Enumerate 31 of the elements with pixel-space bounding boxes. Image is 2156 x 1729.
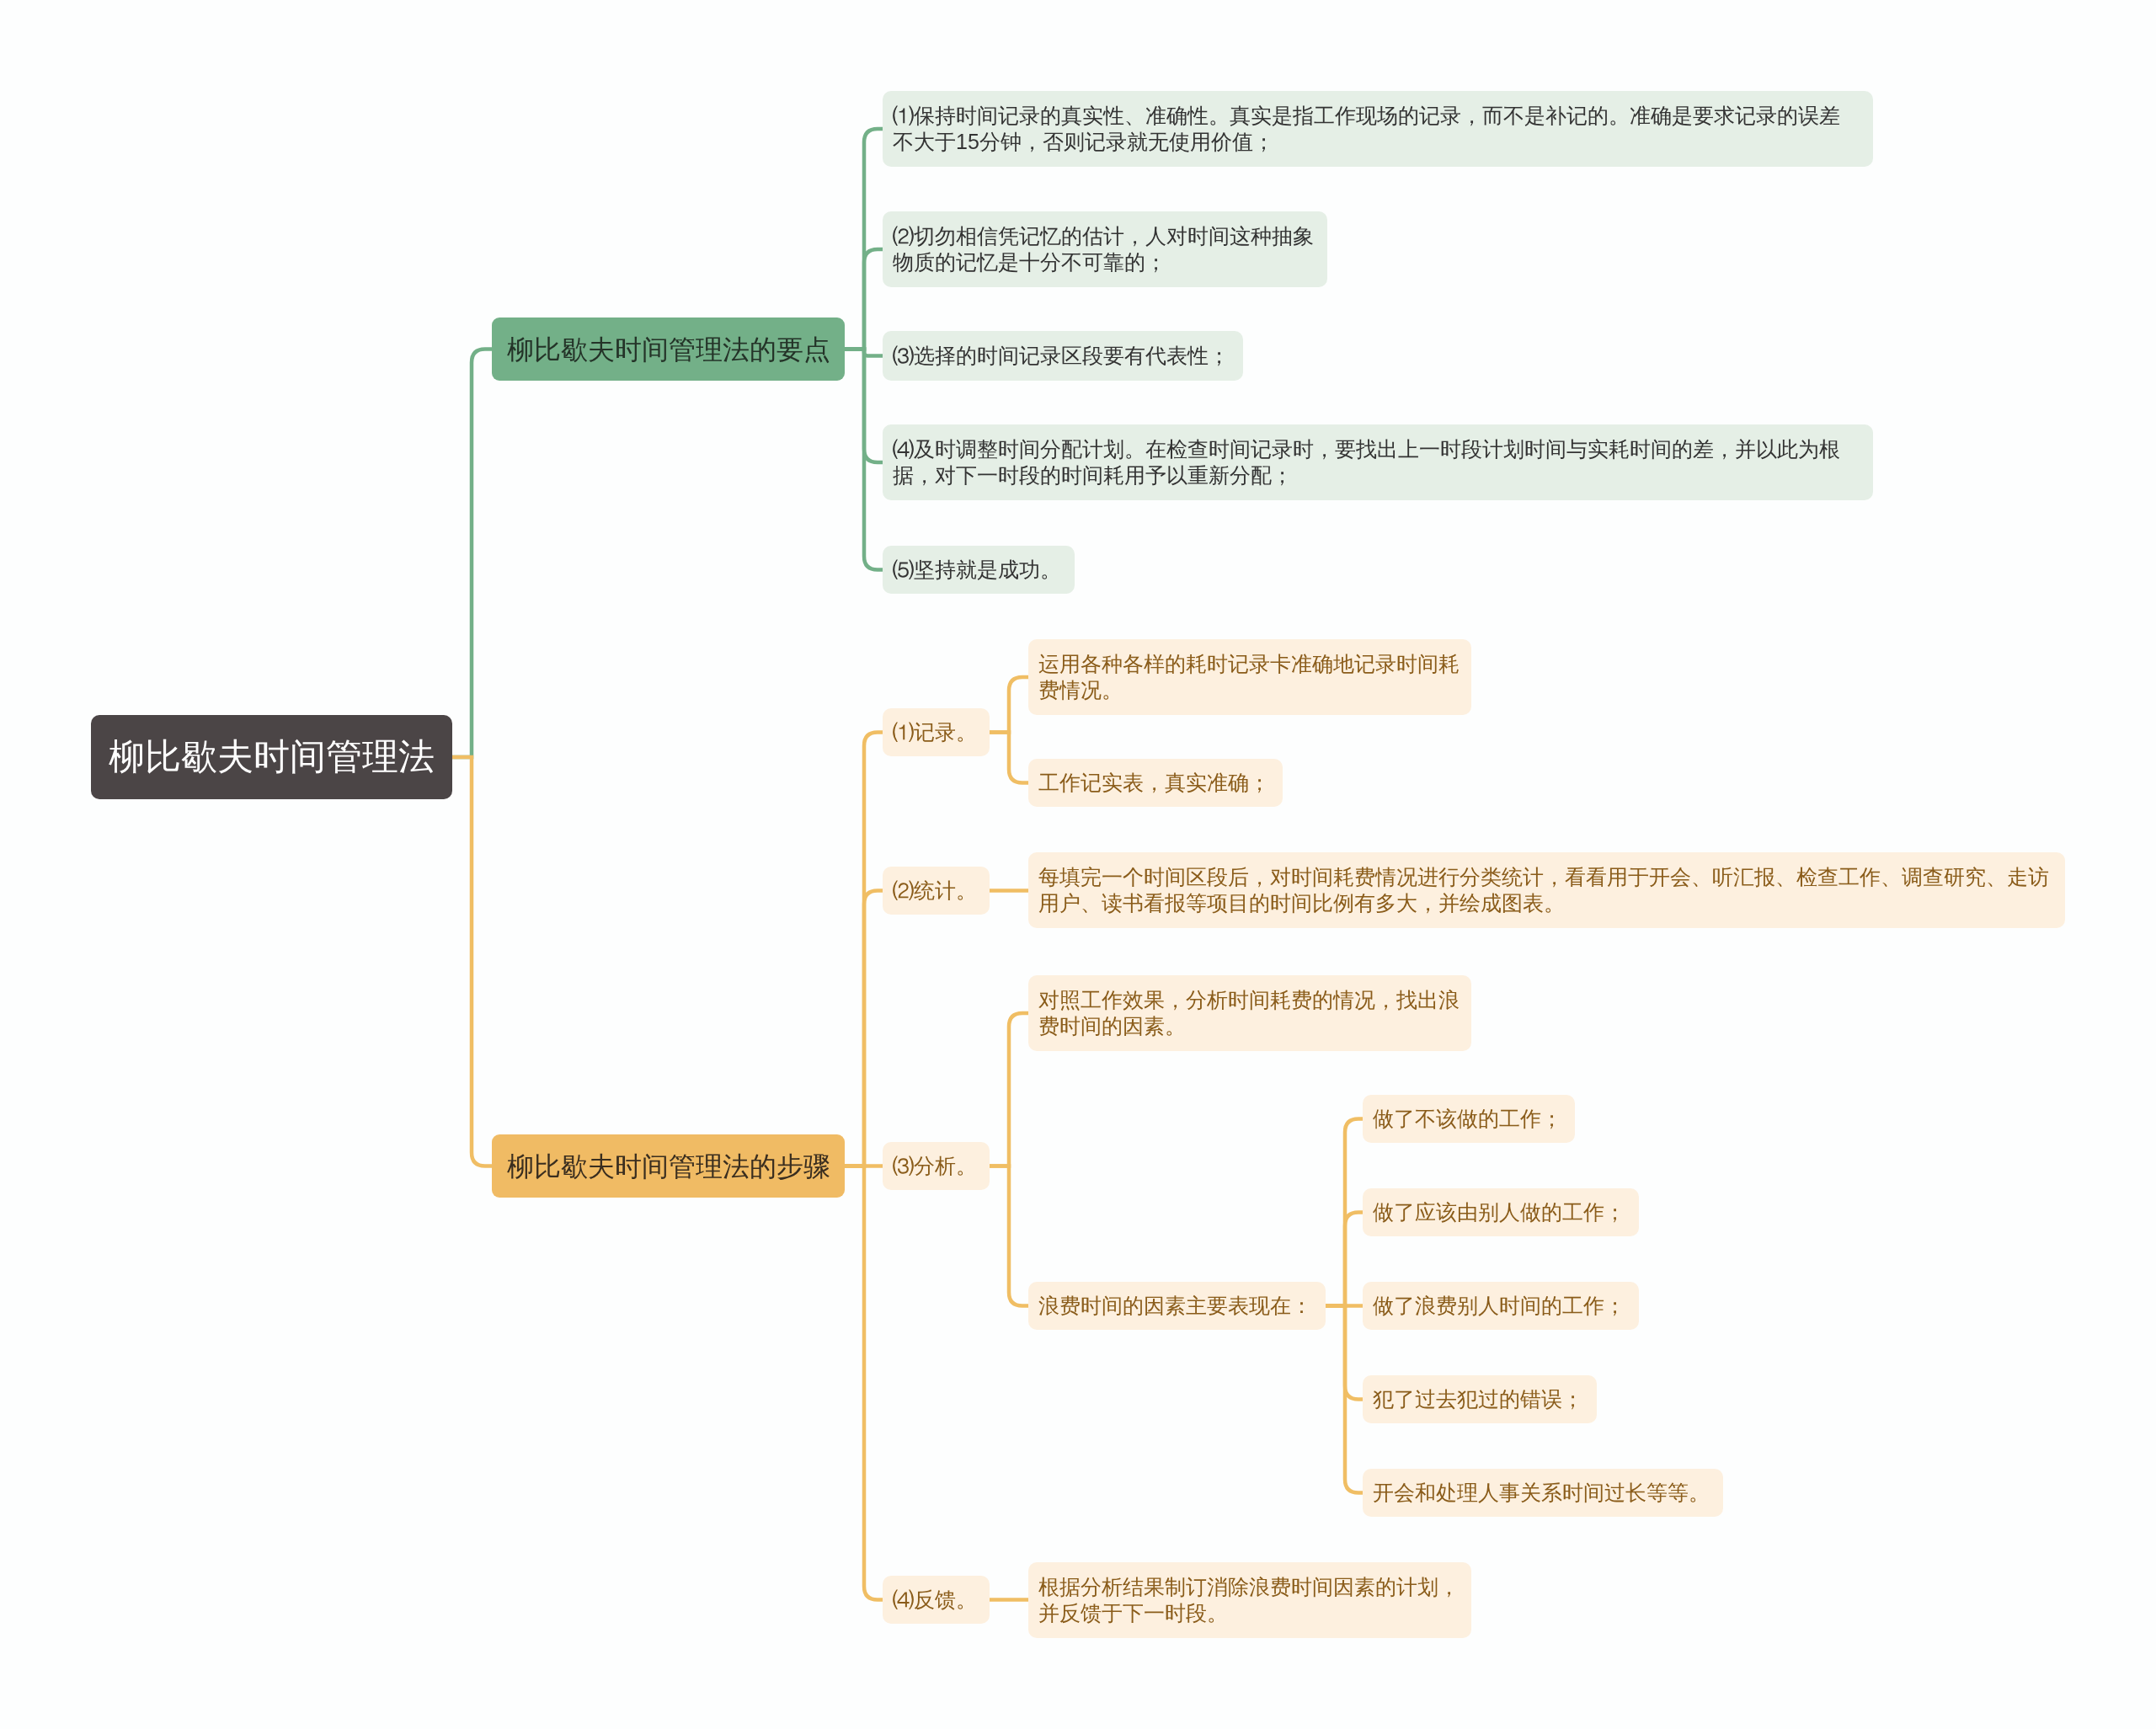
subtopic-box: 运用各种各样的耗时记录卡准确地记录时间耗费情况。: [1028, 639, 1471, 715]
branch-topic-box: 柳比歇夫时间管理法的要点: [492, 318, 845, 381]
subtopic-box: ⑴保持时间记录的真实性、准确性。真实是指工作现场的记录，而不是补记的。准确是要求记录的误差不大于15分钟，否则记录就无使用价值；: [883, 91, 1873, 167]
subtopic-box: 每填完一个时间区段后，对时间耗费情况进行分类统计，看看用于开会、听汇报、检查工作、调查研究、走访用户、读书看报等项目的时间比例有多大，并绘成图表。: [1028, 852, 2065, 928]
central-topic-box: 柳比歇夫时间管理法: [91, 715, 452, 799]
subtopic-box: 犯了过去犯过的错误；: [1363, 1375, 1597, 1423]
subtopic-box: ⑷反馈。: [883, 1576, 990, 1624]
subtopic-box: 做了浪费别人时间的工作；: [1363, 1282, 1639, 1330]
subtopic-box: ⑶选择的时间记录区段要有代表性；: [883, 331, 1243, 381]
subtopic-box: ⑵切勿相信凭记忆的估计，人对时间这种抽象物质的记忆是十分不可靠的；: [883, 211, 1327, 287]
subtopic-box: ⑸坚持就是成功。: [883, 546, 1075, 594]
connector-line: [845, 347, 883, 572]
connector-line: [990, 1598, 1028, 1602]
connector-line: [990, 1164, 1028, 1308]
subtopic-box: 开会和处理人事关系时间过长等等。: [1363, 1469, 1723, 1517]
connector-line: [1326, 1304, 1363, 1495]
subtopic-box: 对照工作效果，分析时间耗费的情况，找出浪费时间的因素。: [1028, 975, 1471, 1051]
subtopic-box: 做了应该由别人做的工作；: [1363, 1188, 1639, 1236]
subtopic-box: ⑷及时调整时间分配计划。在检查时间记录时，要找出上一时段计划时间与实耗时间的差，并以此为根据，对下一时段的时间耗用予以重新分配；: [883, 424, 1873, 500]
subtopic-box: ⑴记录。: [883, 708, 990, 756]
connector-line: [990, 730, 1028, 785]
connector-line: [452, 755, 492, 1168]
subtopic-box: 浪费时间的因素主要表现在：: [1028, 1282, 1326, 1330]
subtopic-box: ⑶分析。: [883, 1142, 990, 1190]
branch-topic-box: 柳比歇夫时间管理法的步骤: [492, 1134, 845, 1198]
subtopic-box: 根据分析结果制订消除浪费时间因素的计划，并反馈于下一时段。: [1028, 1562, 1471, 1638]
connector-line: [990, 889, 1028, 893]
subtopic-box: ⑵统计。: [883, 867, 990, 915]
subtopic-box: 做了不该做的工作；: [1363, 1095, 1575, 1143]
subtopic-box: 工作记实表，真实准确；: [1028, 759, 1283, 807]
connector-line: [845, 1164, 883, 1602]
